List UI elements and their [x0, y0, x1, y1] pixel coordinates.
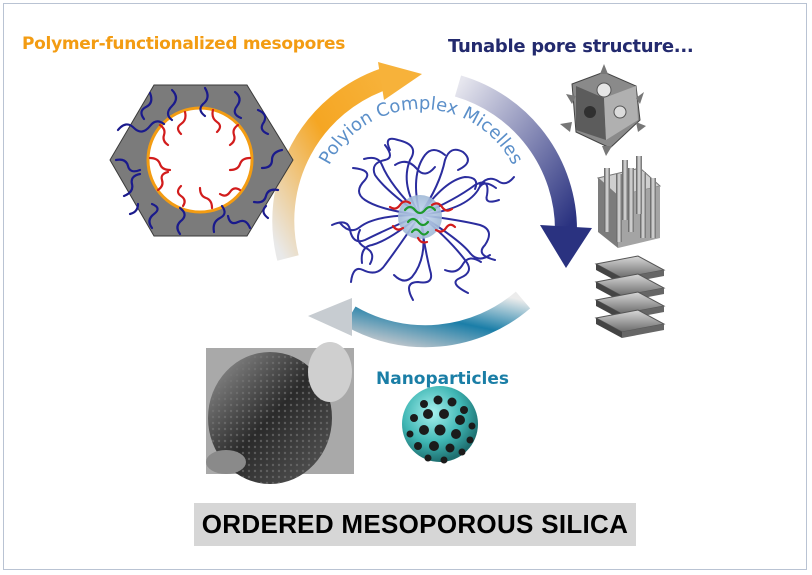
label-polymer-functionalized: Polymer-functionalized mesopores [22, 34, 346, 54]
cycle-arrow-teal [308, 291, 531, 348]
cubic-pore-structure-illustration [560, 64, 646, 156]
polyion-complex-micelle [331, 137, 515, 301]
porous-nanoparticle-sphere [402, 386, 478, 464]
title-text: ORDERED MESOPOROUS SILICA [201, 509, 629, 539]
label-nanoparticles: Nanoparticles [376, 369, 510, 389]
label-tunable-pore-structure: Tunable pore structure... [448, 36, 694, 57]
title-banner: ORDERED MESOPOROUS SILICA [194, 503, 636, 546]
figure-frame [3, 3, 807, 570]
cycle-arrow-orange [272, 62, 422, 261]
tem-micrograph [206, 342, 354, 484]
cycle-arrow-navy [454, 75, 592, 268]
hexagonal-rod-pore-illustration [596, 156, 662, 248]
functionalized-mesopore-illustration [109, 84, 294, 237]
lamellar-pore-illustration [594, 255, 666, 338]
